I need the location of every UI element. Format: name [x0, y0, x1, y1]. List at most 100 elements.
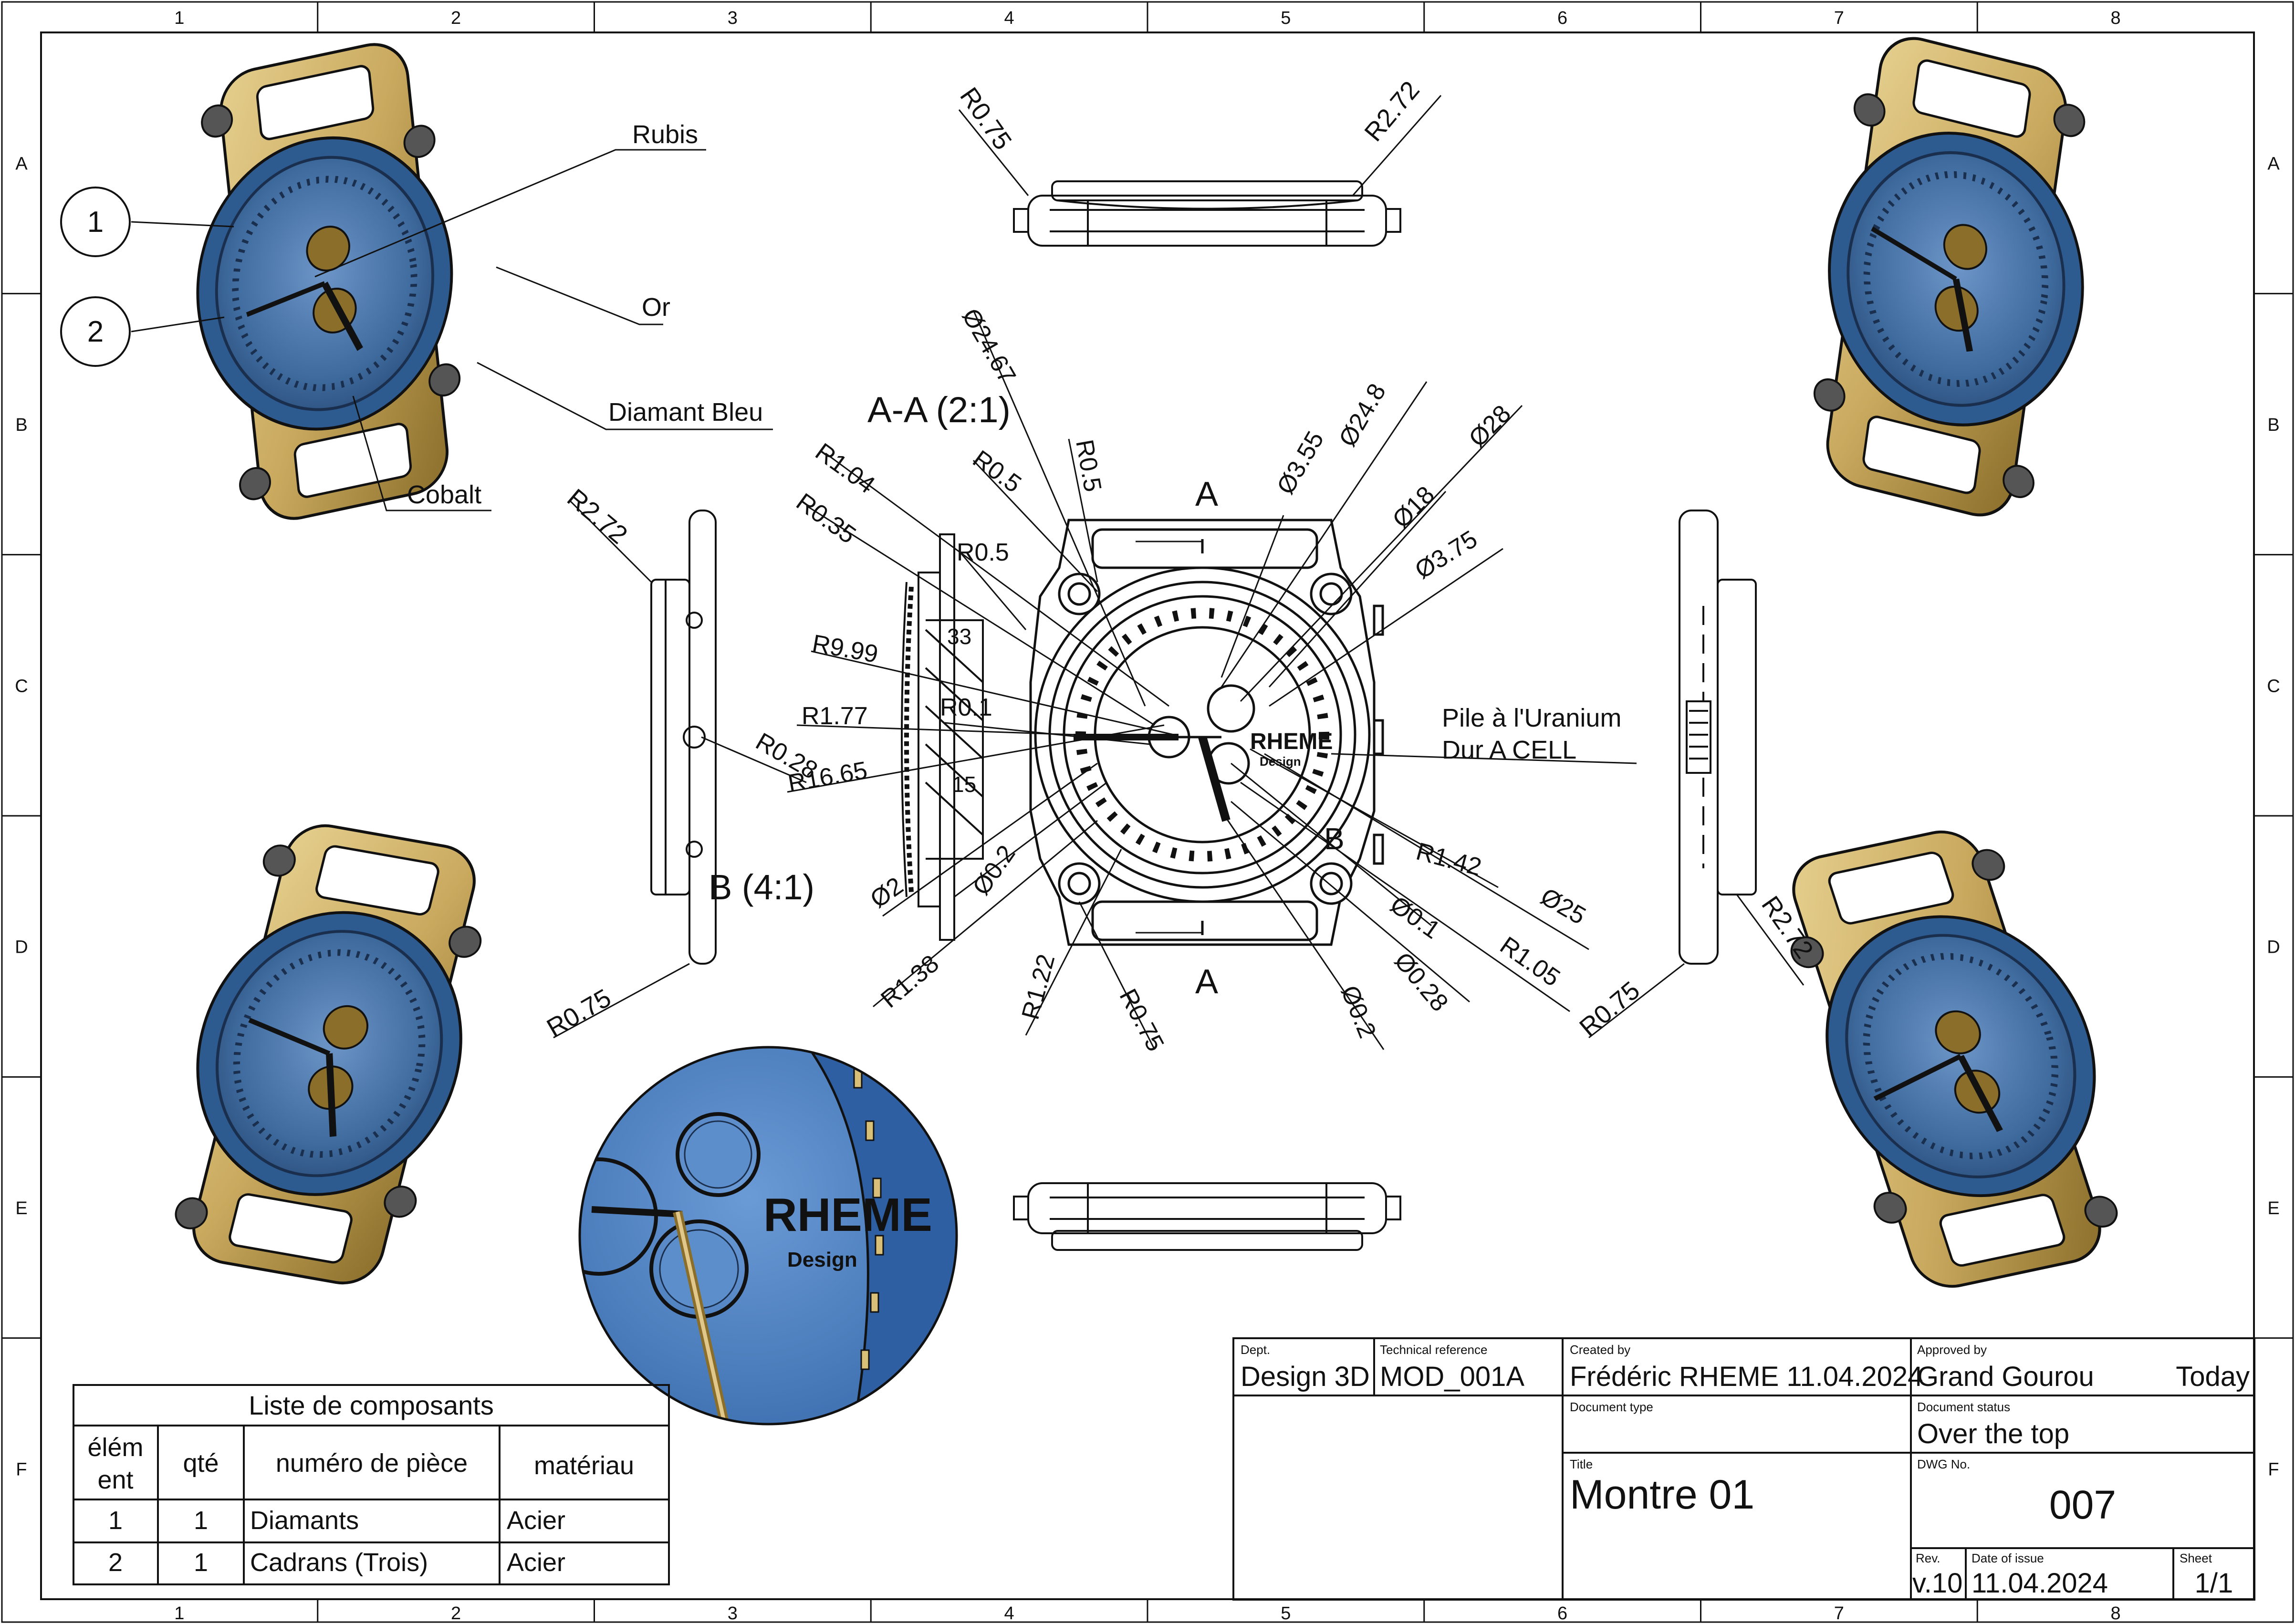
- section-label: A-A (2:1): [867, 390, 1011, 430]
- left-side-view: [650, 510, 717, 965]
- right-side-dims: [1588, 894, 1805, 1039]
- dim-r01: R0.1: [940, 694, 992, 721]
- dim-r142: R1.42: [1413, 838, 1484, 882]
- dim-d2467: Ø24.67: [957, 304, 1022, 388]
- battery-note-1: Pile à l'Uranium: [1442, 704, 1621, 732]
- top-view-dims: [958, 95, 1442, 196]
- dim-d028: Ø0.28: [1389, 947, 1453, 1017]
- tb-dwg: 007: [2049, 1482, 2116, 1527]
- zone-row-left-B: B: [15, 415, 27, 435]
- bom-row-1-qty: 1: [194, 1506, 208, 1535]
- bom-header-element-1: élém: [87, 1433, 143, 1462]
- dimension-leaders: [787, 310, 1637, 1050]
- dim-d375: Ø3.75: [1410, 525, 1482, 584]
- top-view: [1013, 180, 1401, 247]
- balloon-2: 2: [60, 296, 131, 367]
- tb-dept-label: Dept.: [1241, 1343, 1270, 1357]
- tb-title-label: Title: [1570, 1457, 1593, 1471]
- dim-d248: Ø24.8: [1334, 379, 1391, 451]
- callout-rubis: Rubis: [632, 120, 698, 149]
- material-callouts: [131, 149, 773, 511]
- dim-r104: R1.04: [810, 438, 880, 499]
- tb-rev: v.10: [1912, 1568, 1962, 1599]
- tb-doctype-label: Document type: [1570, 1400, 1653, 1414]
- bom-row-2-element: 2: [108, 1548, 123, 1577]
- tb-rev-label: Rev.: [1916, 1551, 1940, 1565]
- callout-diamant-bleu: Diamant Bleu: [608, 398, 763, 427]
- section-marker-bottom: A: [1195, 963, 1218, 1001]
- zone-col-bottom-3: 3: [728, 1603, 738, 1624]
- zone-row-right-D: D: [2267, 937, 2280, 958]
- bom-header-material: matériau: [534, 1451, 634, 1480]
- zone-col-bottom-7: 7: [1834, 1603, 1844, 1624]
- dim-right-r075: R0.75: [1574, 976, 1645, 1042]
- tb-created: Frédéric RHEME 11.04.2024: [1570, 1361, 1923, 1392]
- left-side-dims: [553, 500, 807, 1039]
- detail-marker: B: [1324, 822, 1345, 856]
- zone-col-top-6: 6: [1557, 8, 1567, 28]
- tb-docstatus-label: Document status: [1917, 1400, 2010, 1414]
- zone-row-left-C: C: [15, 676, 28, 696]
- right-side-view: [1679, 510, 1757, 965]
- section-view: [901, 533, 984, 941]
- zone-row-right-A: A: [2267, 154, 2280, 174]
- dim-top-r075: R0.75: [954, 82, 1017, 155]
- section-marker-top: A: [1195, 475, 1218, 513]
- balloon-1: 1: [60, 187, 131, 257]
- zone-col-bottom-6: 6: [1557, 1603, 1567, 1624]
- tb-techref: MOD_001A: [1380, 1361, 1524, 1392]
- bom-row-2-qty: 1: [194, 1548, 208, 1577]
- tb-title: Montre 01: [1570, 1472, 1754, 1518]
- zone-row-right-B: B: [2267, 415, 2279, 435]
- bom-header-qty: qté: [183, 1449, 219, 1478]
- zone-col-top-5: 5: [1281, 8, 1291, 28]
- dim-r122: R1.22: [1017, 951, 1061, 1022]
- zone-col-top-7: 7: [1834, 8, 1844, 28]
- dim-left-r272: R2.72: [562, 483, 633, 550]
- bottom-view: [1013, 1182, 1401, 1251]
- dim-d28: Ø28: [1463, 400, 1516, 453]
- section-small-15: 15: [952, 772, 976, 797]
- dim-r075-main: R0.75: [1114, 984, 1169, 1056]
- bom-row-2-material: Acier: [507, 1548, 565, 1577]
- zone-row-left-F: F: [16, 1459, 27, 1479]
- dim-d01: Ø0.1: [1385, 891, 1445, 944]
- bom-table: [73, 1384, 670, 1585]
- zone-col-top-8: 8: [2111, 8, 2121, 28]
- dim-d2: Ø2: [866, 872, 908, 914]
- zone-row-right-F: F: [2268, 1459, 2279, 1479]
- dim-top-r272: R2.72: [1359, 76, 1425, 147]
- tb-dwg-label: DWG No.: [1917, 1457, 1970, 1471]
- zone-col-top-3: 3: [728, 8, 738, 28]
- bom-row-1-material: Acier: [507, 1506, 565, 1535]
- dim-r138: R1.38: [876, 950, 944, 1014]
- zone-col-top-2: 2: [451, 8, 461, 28]
- tb-issue: 11.04.2024: [1972, 1568, 2108, 1599]
- detail-label: B (4:1): [709, 867, 814, 907]
- iso-view-bottom-right: [1790, 830, 2118, 1288]
- zone-col-bottom-2: 2: [451, 1603, 461, 1624]
- dim-r05-b: R0.5: [1070, 437, 1106, 494]
- tb-techref-label: Technical reference: [1380, 1343, 1487, 1357]
- zone-col-bottom-1: 1: [174, 1603, 184, 1624]
- bom-row-1-element: 1: [108, 1506, 123, 1535]
- tb-approved: Grand Gourou: [1917, 1361, 2094, 1392]
- zone-row-left-A: A: [15, 154, 28, 174]
- iso-view-top-right: [1813, 37, 2086, 517]
- bom-row-2-part: Cadrans (Trois): [250, 1548, 428, 1577]
- balloon-1-number: 1: [87, 206, 104, 239]
- zone-col-top-4: 4: [1004, 8, 1014, 28]
- dim-r05-a: R0.5: [968, 445, 1026, 498]
- tb-issue-label: Date of issue: [1972, 1551, 2044, 1565]
- zone-row-left-D: D: [15, 937, 28, 958]
- callout-or: Or: [642, 293, 670, 322]
- title-block: [1232, 1337, 2255, 1601]
- balloon-2-number: 2: [87, 315, 104, 348]
- battery-note-2: Dur A CELL: [1442, 736, 1576, 764]
- iso-view-top-left: [196, 43, 461, 520]
- zone-col-top-1: 1: [174, 8, 184, 28]
